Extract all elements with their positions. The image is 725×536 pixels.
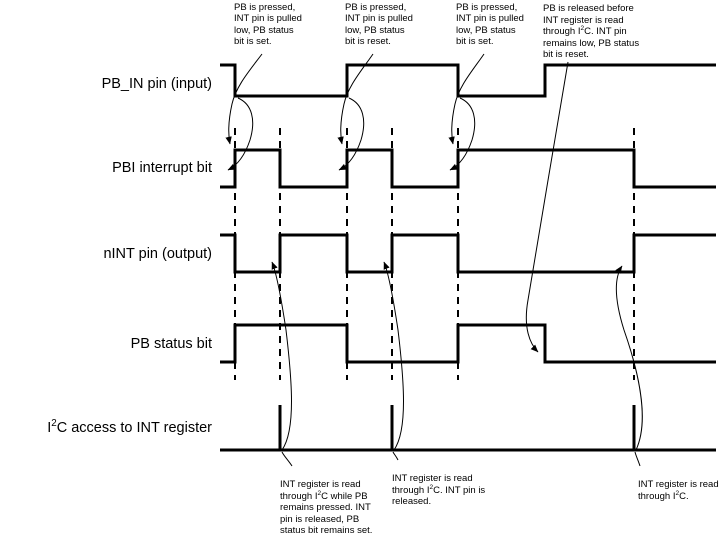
waveform-nint [220, 233, 716, 274]
leader-i2c-to-nint-3 [615, 265, 643, 451]
annotation-top-1: PB is pressed, INT pin is pulled low, PB… [234, 2, 302, 48]
signal-label-pbi-text: PBI interrupt bit [112, 160, 212, 176]
guide-lines-group [234, 128, 635, 380]
leader-i2c-to-nint-2 [383, 261, 404, 451]
leader-bot2-to-i2c [392, 451, 399, 461]
leader-bot3-to-i2c [634, 451, 641, 467]
leader-arrows-group [225, 53, 643, 467]
waveform-pb_status [220, 323, 716, 364]
signal-label-i2c: I2C access to INT register [0, 418, 212, 436]
waveform-pb_in [220, 63, 716, 98]
leader-pbin-to-pbi-1 [227, 97, 254, 171]
leader-top1-to-pbin [225, 53, 263, 145]
annotation-top-3: PB is pressed, INT pin is pulled low, PB… [456, 2, 524, 48]
signal-label-nint: nINT pin (output) [0, 246, 212, 262]
annotation-top-2: PB is pressed, INT pin is pulled low, PB… [345, 2, 413, 48]
leader-pbin-to-pbi-2 [338, 97, 365, 171]
leader-bot1-to-i2c [281, 451, 293, 467]
leader-pbin-to-pbi-3 [449, 97, 476, 171]
signal-label-pb-status: PB status bit [0, 336, 212, 352]
signal-label-pb-status-text: PB status bit [130, 336, 212, 352]
waveform-pbi [220, 148, 716, 189]
leader-top3-to-pbin [448, 53, 485, 145]
leader-top4-to-pbstatus [525, 61, 569, 353]
leader-i2c-to-nint-1 [271, 261, 292, 451]
signal-label-pb-in: PB_IN pin (input) [0, 76, 212, 92]
signal-label-pbi: PBI interrupt bit [0, 160, 212, 176]
signal-label-i2c-text: I2C access to INT register [47, 418, 212, 436]
waveform-i2c [220, 405, 716, 452]
waveform-traces-group [220, 63, 716, 452]
signal-label-pb-in-text: PB_IN pin (input) [101, 76, 212, 92]
signal-label-nint-text: nINT pin (output) [103, 246, 212, 262]
leader-top2-to-pbin [337, 53, 374, 145]
